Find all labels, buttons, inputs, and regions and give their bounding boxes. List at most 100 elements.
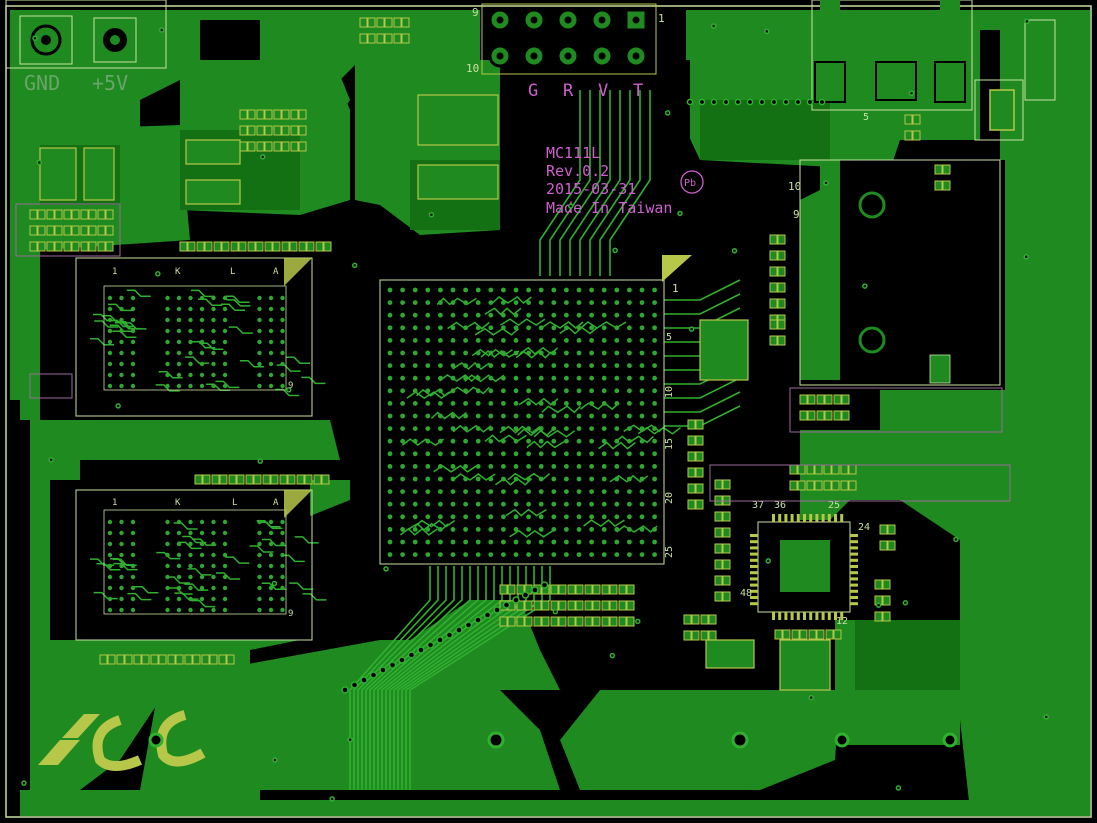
component-pad — [558, 616, 567, 627]
bga-side-pin-labels: 5 10 15 20 25 — [664, 332, 675, 558]
qfn-pin — [809, 612, 813, 620]
component-pad — [296, 474, 305, 485]
bga-ball — [475, 464, 481, 469]
bga-ball — [576, 325, 582, 331]
bga-ball — [513, 501, 519, 507]
bga-ball — [488, 363, 494, 368]
dram-ball — [130, 317, 136, 323]
component-pad — [99, 654, 108, 665]
bga-ball — [425, 539, 431, 545]
component-pad — [833, 629, 842, 640]
component-body — [417, 94, 499, 146]
component-pad — [239, 125, 248, 136]
component-pad — [179, 241, 188, 252]
trace — [583, 519, 625, 528]
pin-label-20: 20 — [664, 492, 675, 504]
bga-ball — [627, 413, 632, 419]
header-pin-hole — [598, 16, 606, 24]
qfn-pin — [850, 534, 858, 537]
component-pad — [228, 474, 237, 485]
bga-ball — [627, 438, 632, 444]
trace — [122, 322, 147, 330]
dram-ball — [165, 383, 170, 389]
component-pad — [97, 241, 106, 252]
component-pad — [550, 584, 559, 595]
bga-ball — [639, 476, 645, 482]
bga-ball — [589, 350, 594, 356]
dram-ball — [107, 317, 113, 323]
component-pad — [107, 654, 116, 665]
bga-ball — [576, 539, 582, 545]
dram-ball — [176, 328, 182, 334]
bga-ball — [463, 300, 468, 305]
debug-header: 1 9 10 G R V T — [466, 3, 665, 101]
bga-ball — [501, 401, 506, 406]
bga-ball — [412, 489, 418, 494]
bga-ball — [463, 514, 468, 520]
component-pad — [507, 616, 516, 627]
qfn-pin — [827, 514, 831, 522]
via — [455, 626, 463, 634]
trace — [664, 279, 741, 301]
bga-ball — [526, 350, 531, 356]
bga-ball — [425, 287, 431, 293]
bga-ball — [652, 388, 657, 394]
bga-ball — [538, 501, 544, 507]
bga-ball — [450, 375, 456, 381]
component-pad — [882, 579, 891, 590]
bga-ball — [463, 552, 468, 557]
sd-pin — [804, 240, 832, 248]
trace — [664, 377, 741, 399]
dram-ball — [176, 361, 182, 367]
component-pad — [879, 524, 888, 535]
dram-ball — [188, 306, 193, 312]
bga-ball — [450, 464, 456, 469]
component-pad — [209, 654, 218, 665]
dram-ball — [188, 519, 193, 525]
via — [350, 681, 359, 689]
bga-ball — [639, 312, 645, 318]
bga-ball — [475, 552, 481, 557]
component-pad — [887, 524, 896, 535]
bga-ball — [601, 363, 607, 368]
trace — [221, 303, 245, 312]
bga-ball — [526, 413, 531, 419]
bga-ball — [387, 388, 393, 394]
bga-ball — [400, 539, 405, 545]
bga-ball — [425, 312, 431, 318]
bga-ball — [627, 489, 632, 494]
bga-ball — [501, 375, 506, 381]
bga-ball — [564, 451, 569, 457]
component-pad — [270, 474, 279, 485]
vias — [21, 18, 1049, 802]
bga-ball — [387, 552, 393, 557]
trace — [289, 582, 314, 590]
bga-ball — [463, 489, 468, 494]
bga-ball — [412, 476, 418, 482]
trace — [112, 330, 137, 339]
header-pin-hole — [496, 16, 504, 24]
bga-ball — [589, 363, 594, 368]
bga-ball — [501, 514, 506, 520]
dram-ball — [199, 607, 205, 613]
bga-ball — [639, 451, 645, 457]
trace — [90, 337, 114, 346]
dram-ball — [268, 361, 274, 367]
component-pad — [777, 282, 786, 293]
bga-ball — [601, 451, 607, 457]
bga-ball — [412, 464, 418, 469]
bga-ball — [438, 476, 443, 482]
bga-ball — [538, 300, 544, 305]
trace — [399, 527, 438, 536]
qfn-pin-12: 12 — [836, 616, 848, 627]
bga-ball — [488, 527, 494, 532]
dram-ball — [257, 541, 262, 547]
component-pad — [281, 125, 290, 136]
bga-ball — [627, 552, 632, 557]
bga-ball — [425, 489, 431, 494]
bga-ball — [639, 388, 645, 394]
bga-ball — [450, 312, 456, 318]
dram-ball — [107, 306, 113, 312]
dram-ball — [188, 361, 193, 367]
trace — [353, 566, 439, 790]
